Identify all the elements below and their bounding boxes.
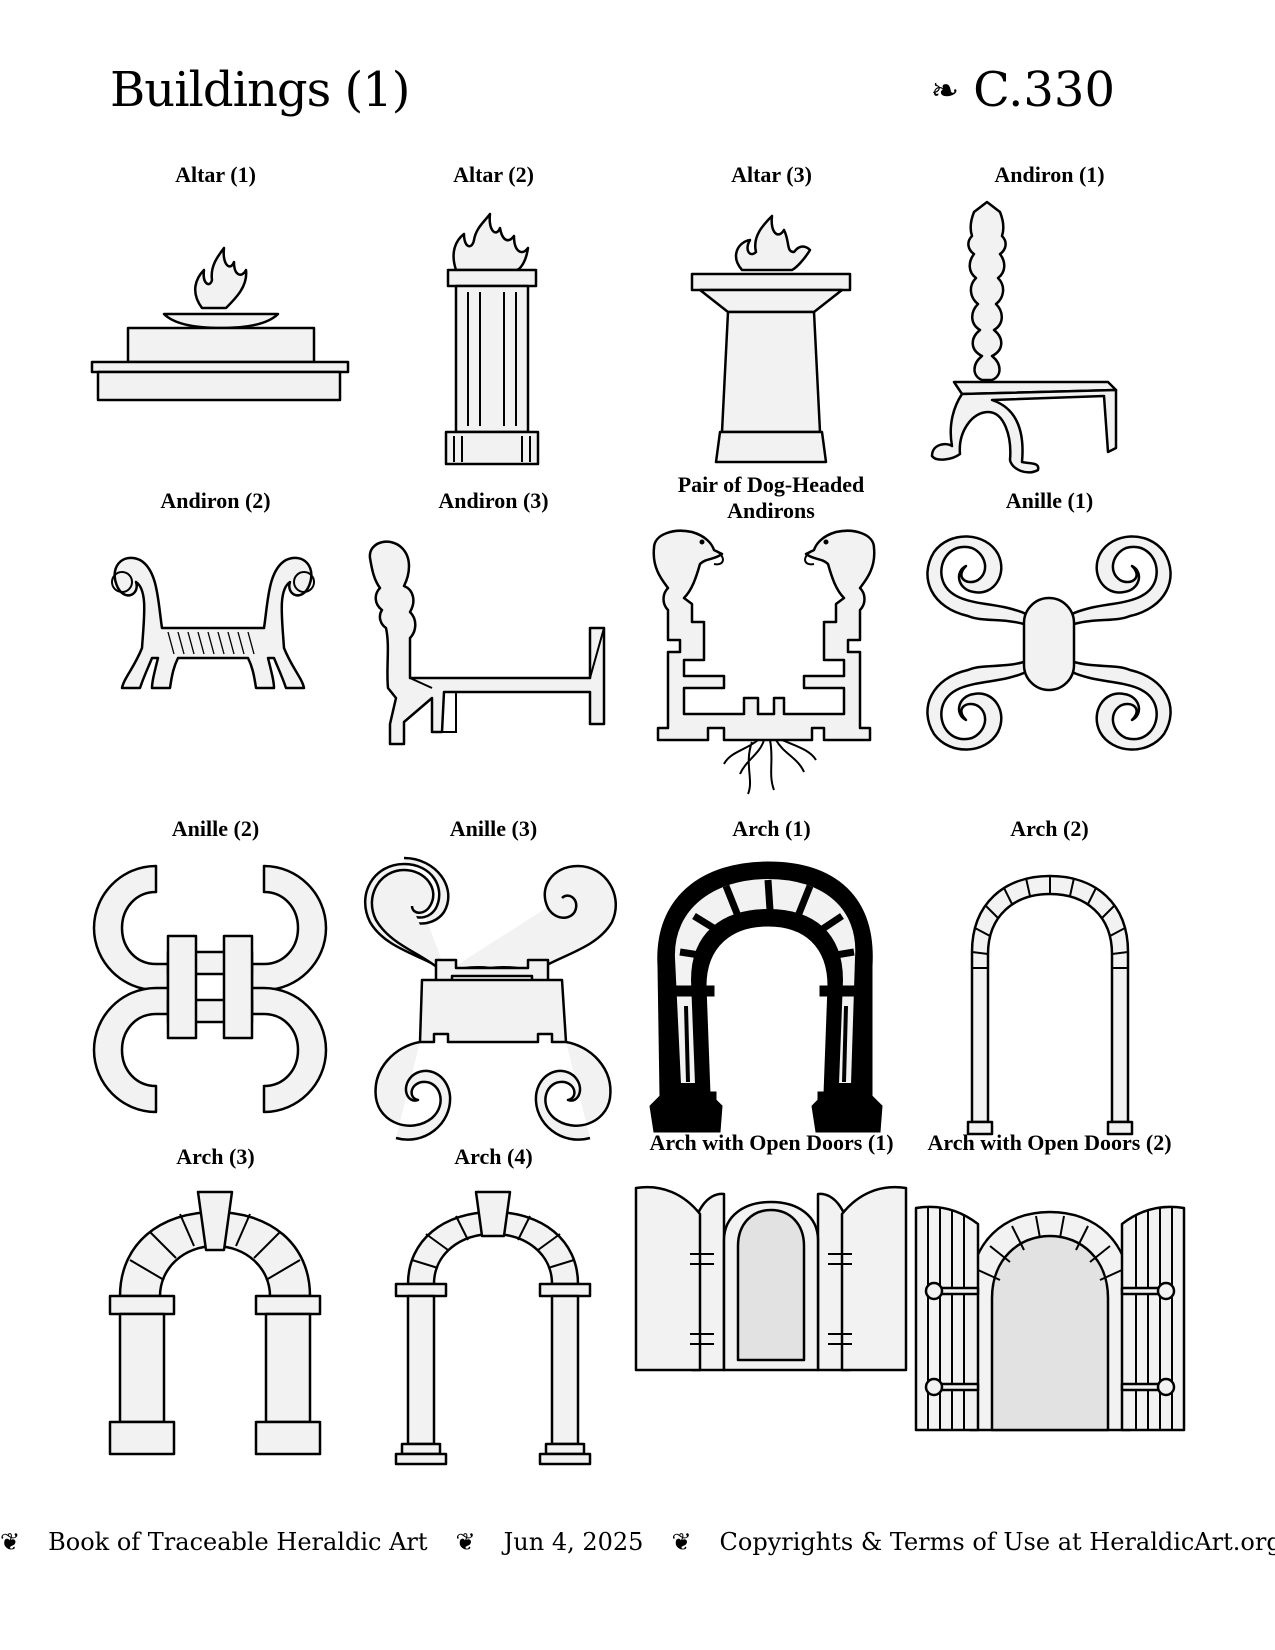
footer-book-title: Book of Traceable Heraldic Art xyxy=(48,1528,428,1556)
plate-code-text: C.330 xyxy=(973,62,1115,118)
figure-label: Anille (2) xyxy=(171,816,260,841)
altar-1-drawing xyxy=(90,246,350,402)
figure-label: Arch (4) xyxy=(454,1144,533,1169)
arch-2-drawing xyxy=(966,874,1134,1136)
altar-2-drawing xyxy=(444,212,540,466)
figure-label: Anille (1) xyxy=(1005,488,1094,513)
figure-label: Andiron (2) xyxy=(160,488,271,513)
footer-date: Jun 4, 2025 xyxy=(503,1528,644,1556)
anille-1-drawing xyxy=(926,535,1172,751)
figure-label: Pair of Dog-Headed Andirons xyxy=(677,472,865,523)
anille-3-drawing xyxy=(364,856,618,1141)
figure-label: Arch (1) xyxy=(732,816,811,841)
arch-open-doors-2-drawing xyxy=(914,1205,1186,1432)
page-title: Buildings (1) xyxy=(110,62,410,118)
footer-ornament: ❦ xyxy=(0,1528,21,1556)
figure-label: Altar (3) xyxy=(731,162,812,187)
footer-terms-link[interactable]: Copyrights & Terms of Use at HeraldicArt… xyxy=(719,1528,1275,1556)
footer: ❦ Book of Traceable Heraldic Art ❦ Jun 4, 2… xyxy=(0,1528,1275,1556)
altar-3-drawing xyxy=(690,214,852,464)
figure-label: Altar (1) xyxy=(175,162,256,187)
dog-headed-andirons-drawing xyxy=(652,529,876,795)
anille-2-drawing xyxy=(92,864,328,1114)
arch-1-drawing xyxy=(649,861,883,1133)
figure-label: Altar (2) xyxy=(453,162,534,187)
figure-label: Andiron (1) xyxy=(994,162,1105,187)
figure-label: Arch with Open Doors (1) xyxy=(649,1130,894,1155)
figure-label: Arch (3) xyxy=(176,1144,255,1169)
arch-4-drawing xyxy=(394,1190,592,1466)
figure-label: Anille (3) xyxy=(449,816,538,841)
figure-label: Arch (2) xyxy=(1010,816,1089,841)
andiron-1-drawing xyxy=(930,200,1118,474)
arch-3-drawing xyxy=(108,1190,322,1456)
footer-ornament: ❦ xyxy=(455,1528,476,1556)
andiron-2-drawing xyxy=(111,556,315,690)
figure-label: Arch with Open Doors (2) xyxy=(927,1130,1172,1155)
arch-open-doors-1-drawing xyxy=(634,1185,908,1372)
figure-label: Andiron (3) xyxy=(438,488,549,513)
plate-code: ❧ C.330 xyxy=(931,62,1115,118)
andiron-3-drawing xyxy=(368,540,606,746)
leaf-ornament: ❧ xyxy=(930,71,960,111)
footer-ornament: ❦ xyxy=(671,1528,692,1556)
